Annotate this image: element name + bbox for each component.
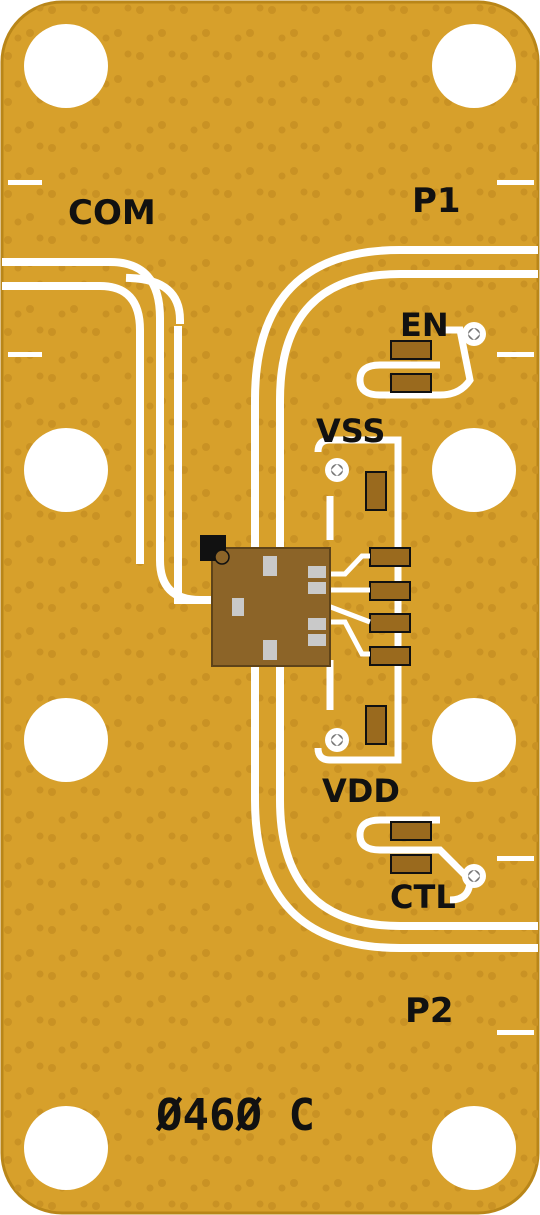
p1-trace-inner-gap	[276, 270, 538, 549]
mounting-holes	[24, 24, 516, 1190]
resistor-1	[369, 547, 411, 567]
mounting-hole-bottom-right	[432, 1106, 516, 1190]
control-traces	[327, 553, 371, 657]
control-loops	[356, 326, 474, 904]
p2-trace-outer-gap	[251, 661, 538, 952]
label-vdd: VDD	[322, 772, 400, 810]
test-point-vss	[325, 458, 349, 482]
test-point-ctl	[462, 864, 486, 888]
test-point-en	[462, 322, 486, 346]
mounting-hole-top-right	[432, 24, 516, 108]
rf-traces	[2, 246, 538, 952]
label-p1: P1	[412, 181, 461, 221]
capacitor-en-2	[390, 373, 432, 393]
capacitor-vdd	[365, 705, 387, 745]
com-trace-lower-gap	[2, 282, 144, 564]
test-points	[325, 322, 486, 888]
capacitor-ctl-2	[390, 854, 432, 874]
capacitor-ctl-1	[390, 821, 432, 841]
mounting-hole-mid-left	[24, 428, 108, 512]
p1-trace-outer-gap	[251, 246, 538, 549]
silkscreen-labels: COM P1 EN VSS VDD CTL P2 Ø46Ø C	[68, 181, 461, 1141]
com-trace-inner-gap	[125, 273, 185, 325]
resistor-3	[369, 613, 411, 633]
label-com: COM	[68, 193, 156, 233]
switch-ic	[200, 535, 331, 667]
mounting-hole-bottom-left	[24, 1106, 108, 1190]
label-en: EN	[400, 306, 449, 344]
capacitor-vss	[365, 471, 387, 511]
isolation-slots	[8, 180, 534, 1035]
resistor-2	[369, 581, 411, 601]
pin1-dot	[214, 549, 230, 565]
resistor-4	[369, 646, 411, 666]
label-ctl: CTL	[390, 878, 456, 916]
passive-components	[365, 340, 432, 874]
com-vertical-gap	[174, 326, 214, 604]
capacitor-en-1	[390, 340, 432, 360]
mounting-hole-top-left	[24, 24, 108, 108]
label-p2: P2	[405, 991, 454, 1031]
mounting-hole-lower-right	[432, 698, 516, 782]
label-vss: VSS	[316, 412, 385, 450]
mounting-hole-mid-right	[432, 428, 516, 512]
label-part-number: Ø46Ø C	[155, 1090, 315, 1141]
p2-trace-inner-gap	[276, 661, 538, 930]
test-point-vdd	[325, 728, 349, 752]
mounting-hole-lower-left	[24, 698, 108, 782]
